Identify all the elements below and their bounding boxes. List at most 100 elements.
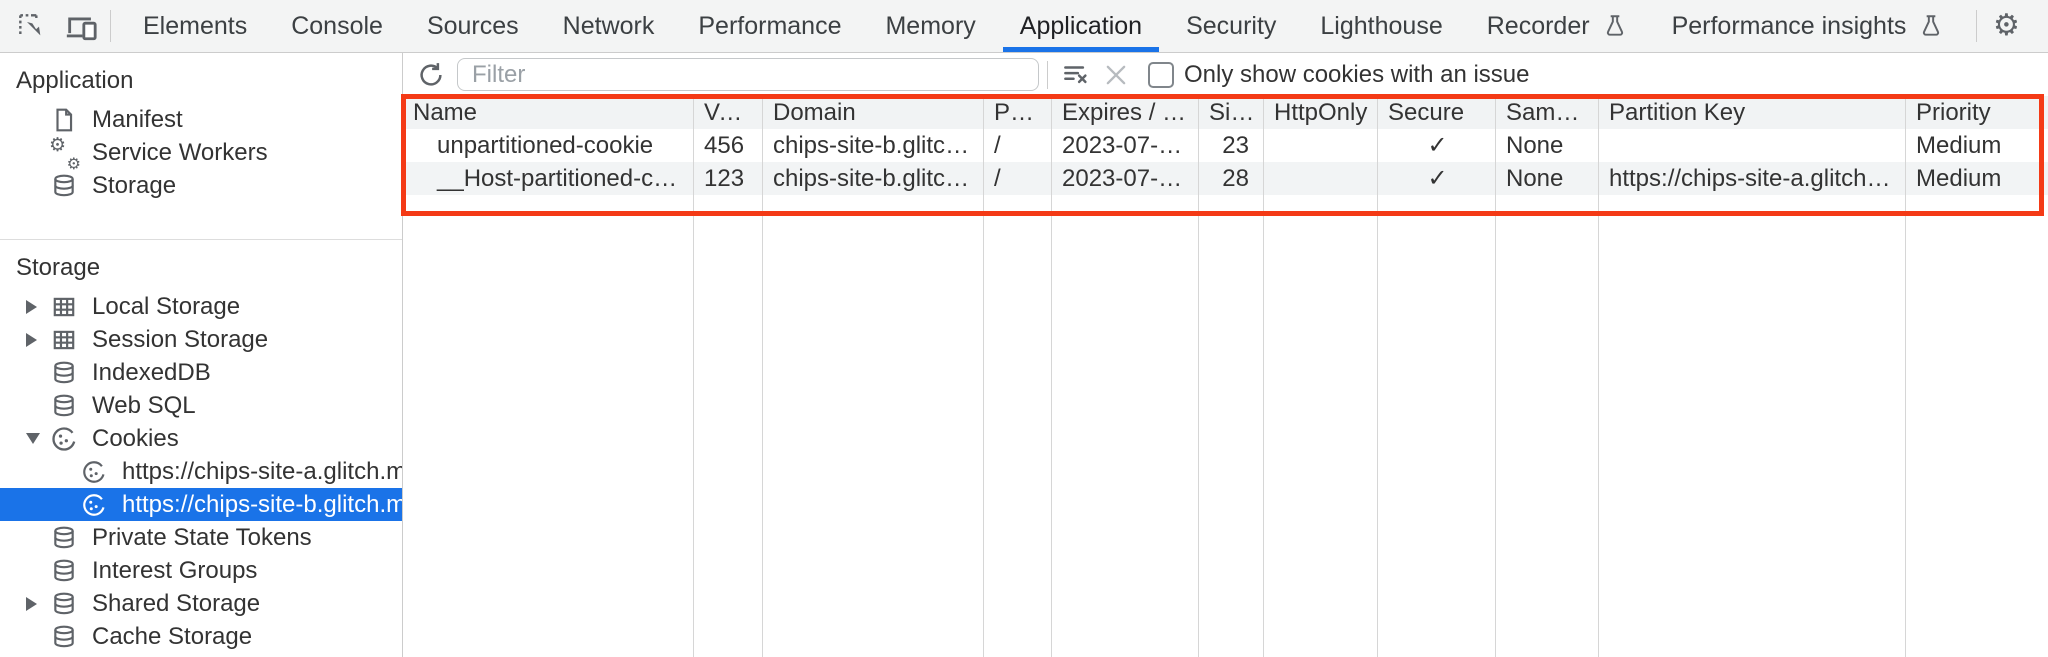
collapse-triangle-icon[interactable] xyxy=(26,433,48,444)
cell-expires[interactable]: 2023-07-07… xyxy=(1052,162,1199,195)
issue-filter-checkbox-label[interactable]: Only show cookies with an issue xyxy=(1184,60,1530,88)
tab-label: Lighthouse xyxy=(1320,11,1443,40)
sidebar-item-local-storage[interactable]: Local Storage xyxy=(0,290,402,323)
expand-triangle-icon[interactable] xyxy=(26,299,48,314)
sidebar-item-label: Session Storage xyxy=(92,325,269,353)
cell-priority[interactable]: Medium xyxy=(1916,132,2002,159)
cookies-table-empty-area xyxy=(403,195,2048,657)
issue-filter-checkbox[interactable] xyxy=(1148,61,1174,88)
tab-performance[interactable]: Performance xyxy=(676,0,863,52)
sidebar-item-service-workers[interactable]: ⚙⚙ Service Workers xyxy=(0,135,402,173)
tab-security[interactable]: Security xyxy=(1164,0,1298,52)
sidebar-item-cookies[interactable]: Cookies xyxy=(0,422,402,455)
sidebar-item-label: https://chips-site-a.glitch.me xyxy=(122,457,403,485)
more-options-icon[interactable]: ⋮ xyxy=(2031,0,2048,52)
sidebar-section-storage: Storage xyxy=(16,254,101,281)
database-icon xyxy=(48,591,80,617)
device-toolbar-icon[interactable] xyxy=(56,0,106,52)
cell-partition-key[interactable]: https://chips-site-a.glitch.me xyxy=(1599,162,1906,195)
cell-name[interactable]: __Host-partitioned-cookie xyxy=(403,162,694,195)
tab-memory[interactable]: Memory xyxy=(863,0,997,52)
sidebar-item-session-storage[interactable]: Session Storage xyxy=(0,323,402,356)
sidebar-item-indexeddb[interactable]: IndexedDB xyxy=(0,356,402,389)
cell-path[interactable]: / xyxy=(984,162,1052,195)
cell-partition-key[interactable] xyxy=(1599,129,1906,162)
sidebar-item-private-state-tokens[interactable]: Private State Tokens xyxy=(0,521,402,554)
cookie-icon xyxy=(48,425,80,453)
sidebar-item-cookies-chips-site-a[interactable]: https://chips-site-a.glitch.me xyxy=(0,455,402,488)
table-grid-icon xyxy=(48,327,80,353)
column-header-path[interactable]: Path xyxy=(984,96,1052,129)
sidebar-item-label: Shared Storage xyxy=(92,589,261,617)
settings-gear-icon[interactable]: ⚙ xyxy=(1992,9,2020,42)
cookie-filter-input[interactable] xyxy=(457,58,1039,91)
expand-triangle-icon[interactable] xyxy=(26,596,48,611)
sidebar-item-label: Web SQL xyxy=(92,391,196,419)
cell-domain[interactable]: chips-site-b.glitch.me xyxy=(763,162,984,195)
cell-size[interactable]: 23 xyxy=(1199,129,1264,162)
tab-network[interactable]: Network xyxy=(541,0,677,52)
cell-value[interactable]: 123 xyxy=(694,162,763,195)
cell-httponly[interactable] xyxy=(1264,162,1378,195)
experiment-flask-icon xyxy=(1602,13,1628,39)
sidebar-item-label: Manifest xyxy=(92,105,183,133)
column-header-priority[interactable]: Priority xyxy=(1906,96,2048,129)
cell-path[interactable]: / xyxy=(984,129,1052,162)
cell-domain[interactable]: chips-site-b.glitch.me xyxy=(763,129,984,162)
tab-application[interactable]: Application xyxy=(998,0,1164,52)
devtools-tab-bar: Elements Console Sources Network Perform… xyxy=(0,0,2048,53)
delete-selected-icon[interactable] xyxy=(1096,57,1136,93)
tab-console[interactable]: Console xyxy=(269,0,405,52)
sidebar-item-manifest[interactable]: Manifest xyxy=(0,103,402,136)
sidebar-item-cookies-chips-site-b[interactable]: https://chips-site-b.glitch.me xyxy=(0,488,402,521)
cell-httponly[interactable] xyxy=(1264,129,1378,162)
sidebar-section-application: Application xyxy=(16,67,134,94)
sidebar-item-label: Local Storage xyxy=(92,292,241,320)
inspect-element-icon[interactable] xyxy=(6,0,56,52)
refresh-icon[interactable] xyxy=(411,57,451,93)
cell-value[interactable]: 456 xyxy=(694,129,763,162)
cell-expires[interactable]: 2023-07-07… xyxy=(1052,129,1199,162)
cell-secure-checkmark[interactable]: ✓ xyxy=(1378,129,1496,162)
column-header-secure[interactable]: Secure xyxy=(1378,96,1496,129)
sidebar-item-shared-storage[interactable]: Shared Storage xyxy=(0,587,402,620)
column-header-samesite[interactable]: SameSite xyxy=(1496,96,1599,129)
column-header-name[interactable]: Name xyxy=(403,96,694,129)
tab-label: Sources xyxy=(426,11,519,40)
cell-name[interactable]: unpartitioned-cookie xyxy=(403,129,694,162)
tab-sources[interactable]: Sources xyxy=(405,0,541,52)
cell-secure-checkmark[interactable]: ✓ xyxy=(1378,162,1496,195)
column-header-domain[interactable]: Domain xyxy=(763,96,984,129)
sidebar-item-storage[interactable]: Storage xyxy=(0,169,402,202)
sidebar-item-interest-groups[interactable]: Interest Groups xyxy=(0,554,402,587)
sidebar-item-label: IndexedDB xyxy=(92,358,211,386)
cookie-icon xyxy=(78,492,110,518)
topbar-right-icons: ⚙ ⋮ ✕ xyxy=(1966,0,2048,52)
cookies-toolbar: Only show cookies with an issue xyxy=(403,53,2048,96)
database-icon xyxy=(48,525,80,551)
tab-lighthouse[interactable]: Lighthouse xyxy=(1298,0,1464,52)
sidebar-item-label: Cache Storage xyxy=(92,622,253,650)
column-header-value[interactable]: Value xyxy=(694,96,763,129)
sidebar-item-cache-storage[interactable]: Cache Storage xyxy=(0,620,402,653)
sidebar-item-web-sql[interactable]: Web SQL xyxy=(0,389,402,422)
tab-label: Network xyxy=(562,11,655,40)
expand-triangle-icon[interactable] xyxy=(26,332,48,347)
column-header-partition-key[interactable]: Partition Key xyxy=(1599,96,1906,129)
tab-label: Memory xyxy=(885,11,976,40)
database-icon xyxy=(48,624,80,650)
cell-size[interactable]: 28 xyxy=(1199,162,1264,195)
cookie-row-unpartitioned[interactable]: unpartitioned-cookie 456 chips-site-b.gl… xyxy=(403,129,2048,162)
tab-elements[interactable]: Elements xyxy=(121,0,269,52)
clear-all-cookies-icon[interactable] xyxy=(1056,57,1096,93)
cell-priority[interactable]: Medium xyxy=(1906,162,2048,195)
tab-performance-insights[interactable]: Performance insights xyxy=(1650,0,1967,52)
column-header-httponly[interactable]: HttpOnly xyxy=(1264,96,1378,129)
tab-label: Elements xyxy=(143,11,248,40)
cell-samesite[interactable]: None xyxy=(1496,162,1599,195)
cookie-row-host-partitioned[interactable]: __Host-partitioned-cookie 123 chips-site… xyxy=(403,162,2048,195)
column-header-size[interactable]: Size xyxy=(1199,96,1264,129)
cell-samesite[interactable]: None xyxy=(1496,129,1599,162)
column-header-expires[interactable]: Expires / M… xyxy=(1052,96,1199,129)
tab-recorder[interactable]: Recorder xyxy=(1465,0,1650,52)
